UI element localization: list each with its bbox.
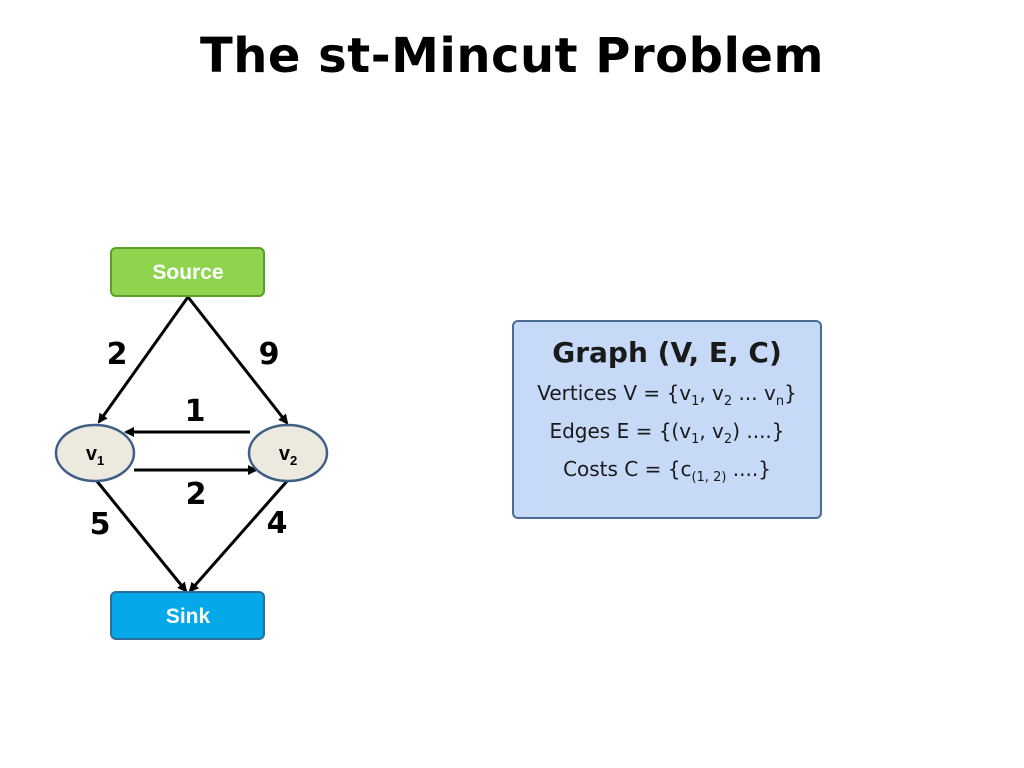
vertex-v2-label: v2 <box>279 443 297 468</box>
weight-v2-sink: 4 <box>267 506 288 541</box>
vertex-v2-node <box>247 423 329 483</box>
weight-source-v2: 9 <box>259 337 280 372</box>
weight-source-v1: 2 <box>107 337 128 372</box>
weight-v2-v1: 1 <box>185 394 206 429</box>
weight-v1-sink: 5 <box>90 507 111 542</box>
vertex-v1-node <box>54 423 136 483</box>
sink-label: Sink <box>166 605 211 628</box>
graph-definition-title: Graph (V, E, C) <box>552 336 782 369</box>
sink-node <box>110 591 265 640</box>
graph-definition-box: Graph (V, E, C) Vertices V = {v1, v2 ...… <box>512 320 822 519</box>
edge-source-v2 <box>186 296 289 425</box>
vertices-definition: Vertices V = {v1, v2 ... vn} <box>537 381 797 409</box>
costs-definition: Costs C = {c(1, 2) ....} <box>563 457 771 485</box>
vertex-v1-label: v1 <box>86 443 104 468</box>
source-label: Source <box>152 261 223 284</box>
slide-title: The st-Mincut Problem <box>200 28 824 84</box>
edge-v2-sink <box>188 479 290 593</box>
weight-v1-v2: 2 <box>186 477 207 512</box>
edge-v1-sink <box>94 479 188 593</box>
source-node <box>110 247 265 297</box>
edge-source-v1 <box>97 296 190 424</box>
edges-definition: Edges E = {(v1, v2) ....} <box>549 419 785 447</box>
